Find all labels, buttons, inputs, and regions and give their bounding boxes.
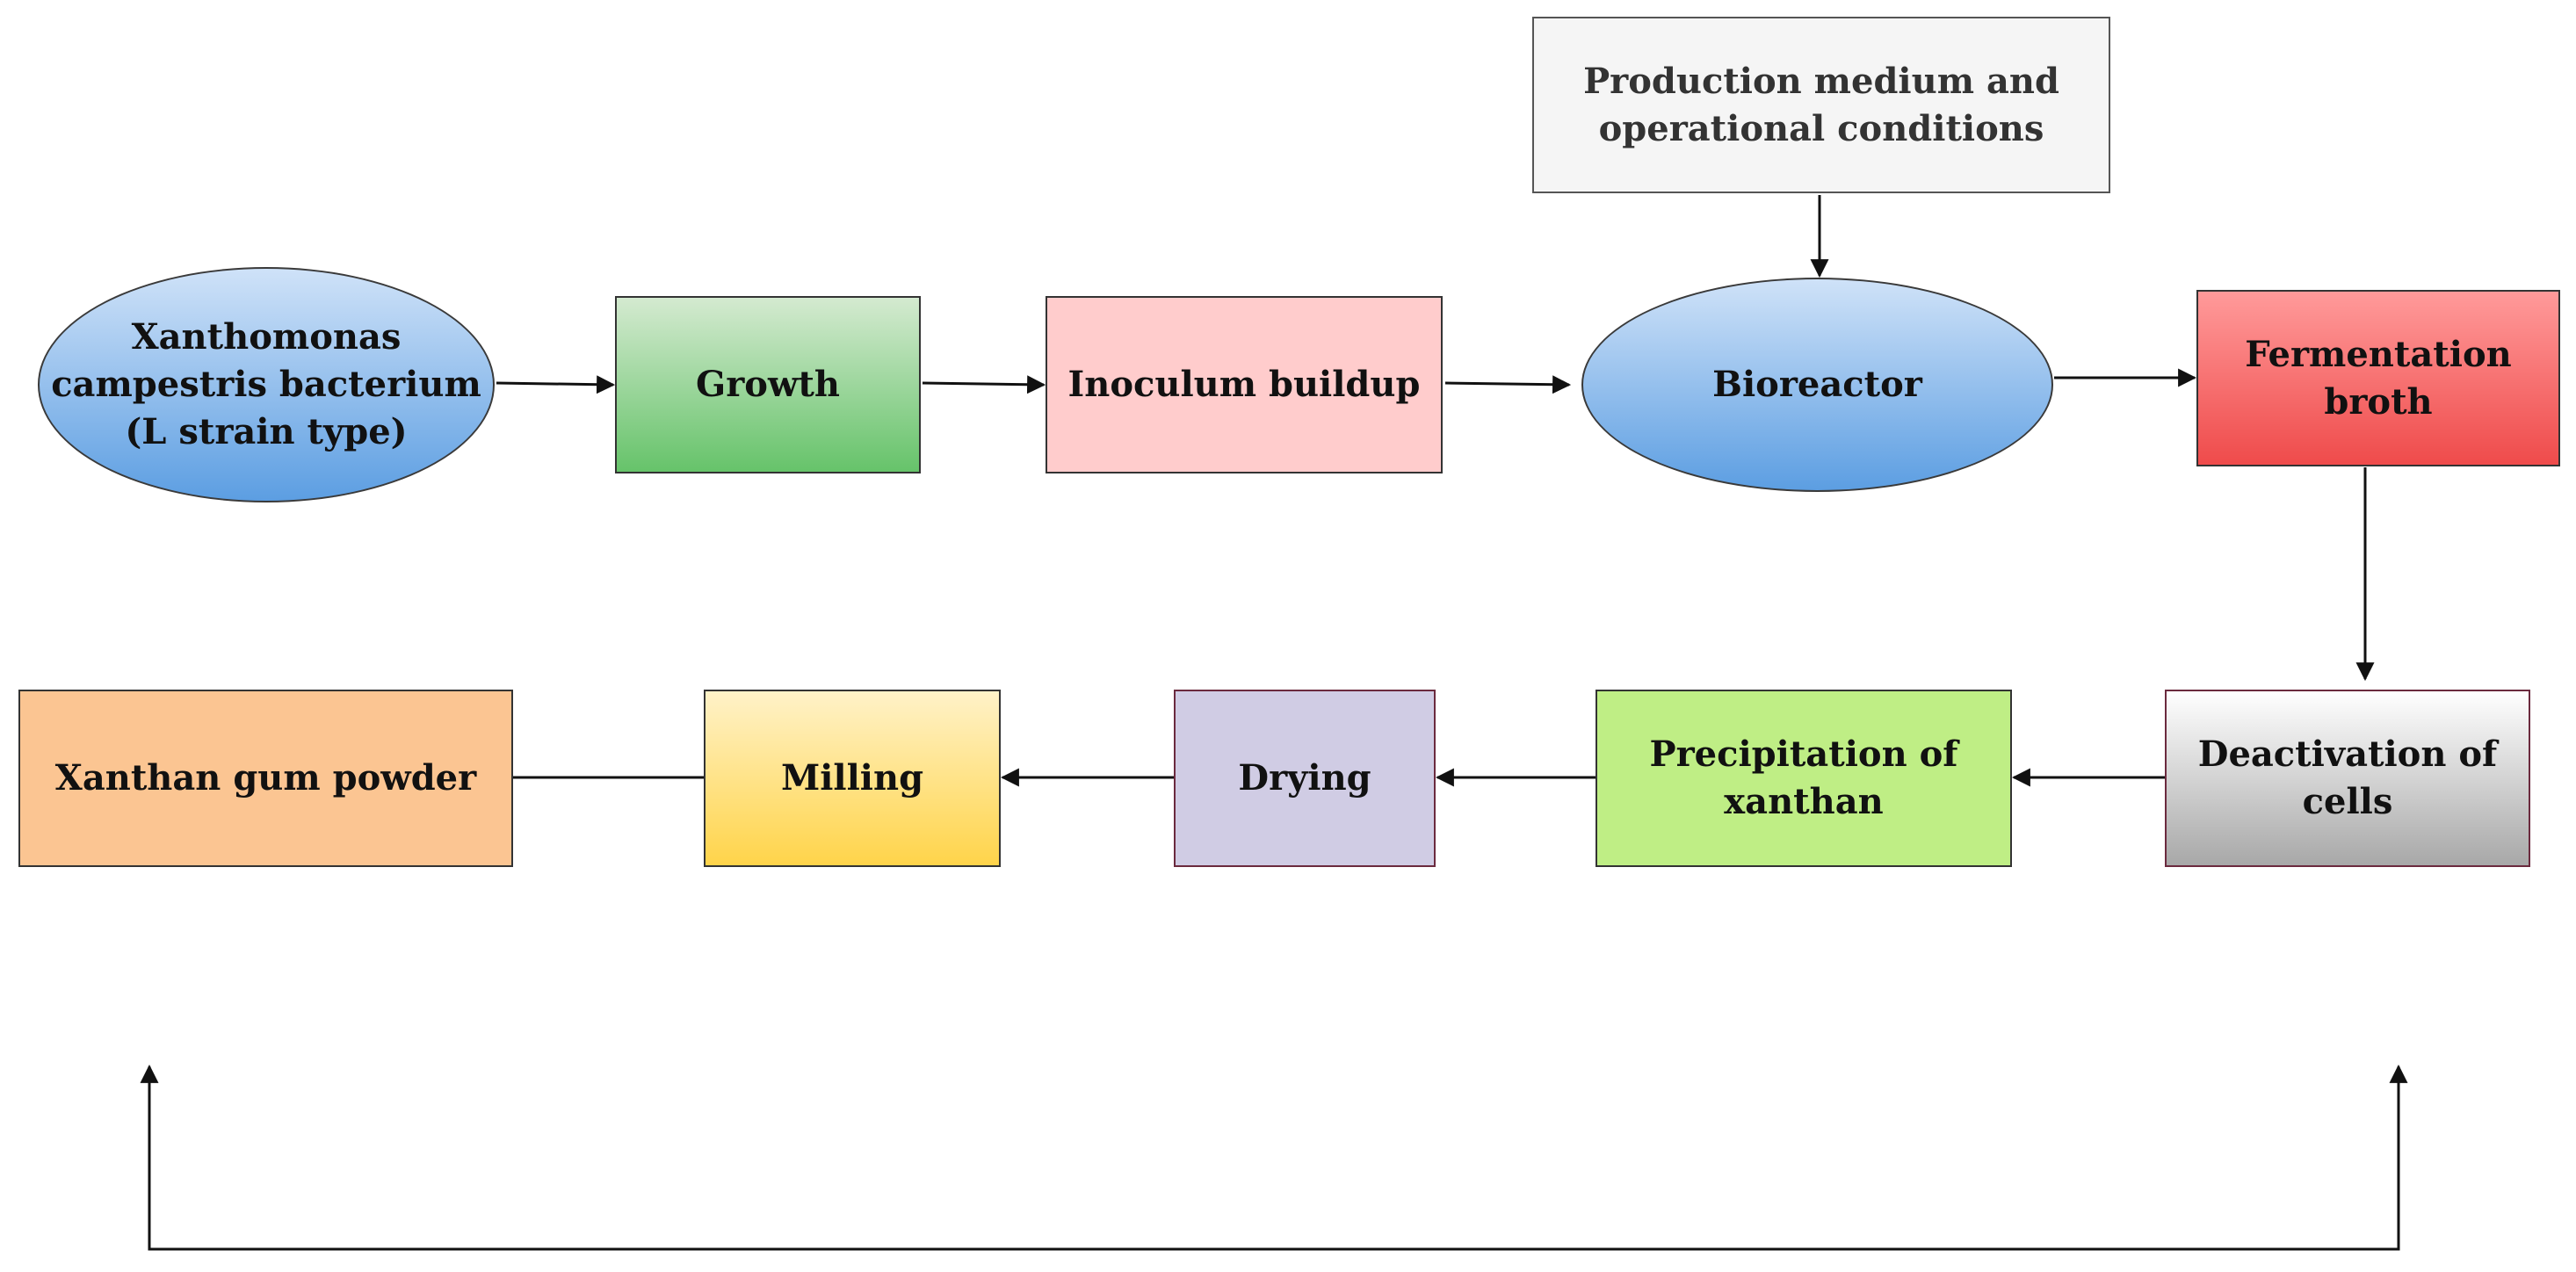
deactivation-line-2: cells bbox=[2302, 781, 2393, 822]
milling-label: Milling bbox=[780, 757, 924, 799]
bioreactor-node: Bioreactor bbox=[1581, 278, 2053, 492]
precipitation-node: Precipitation of xanthan bbox=[1596, 690, 2012, 867]
fermentation-line-1: Fermentation bbox=[2245, 333, 2512, 375]
production-line-2: operational conditions bbox=[1598, 107, 2044, 149]
xanthomonas-line-3: (L strain type) bbox=[125, 411, 408, 452]
precipitation-line-1: Precipitation of bbox=[1649, 734, 1958, 775]
inoculum-buildup-node: Inoculum buildup bbox=[1046, 296, 1443, 473]
xanthomonas-line-1: Xanthomonas bbox=[131, 316, 402, 358]
xanthomonas-line-2: campestris bacterium bbox=[51, 364, 481, 405]
growth-label: Growth bbox=[696, 364, 840, 405]
fermentation-broth-node: Fermentation broth bbox=[2196, 290, 2560, 466]
bioreactor-label: Bioreactor bbox=[1712, 364, 1922, 405]
deactivation-line-1: Deactivation of bbox=[2197, 734, 2498, 775]
production-line-1: Production medium and bbox=[1583, 60, 2059, 102]
production-medium-node: Production medium and operational condit… bbox=[1532, 17, 2110, 193]
arrow-inoculum-to-bioreactor bbox=[1444, 375, 1572, 394]
inoculum-label: Inoculum buildup bbox=[1067, 364, 1421, 405]
growth-node: Growth bbox=[615, 296, 921, 473]
precipitation-line-2: xanthan bbox=[1724, 781, 1884, 822]
arrow-xanthomonas-to-growth bbox=[496, 375, 616, 394]
loop-connector-bottom bbox=[140, 1064, 2408, 1251]
milling-node: Milling bbox=[704, 690, 1001, 867]
xanthan-gum-powder-node: Xanthan gum powder bbox=[18, 690, 513, 867]
deactivation-of-cells-node: Deactivation of cells bbox=[2165, 690, 2530, 867]
arrow-growth-to-inoculum bbox=[922, 375, 1046, 394]
powder-label: Xanthan gum powder bbox=[54, 757, 477, 799]
xanthomonas-bacterium-node: Xanthomonas campestris bacterium (L stra… bbox=[38, 267, 495, 502]
drying-node: Drying bbox=[1174, 690, 1436, 867]
fermentation-line-2: broth bbox=[2324, 380, 2433, 423]
drying-label: Drying bbox=[1238, 757, 1371, 799]
